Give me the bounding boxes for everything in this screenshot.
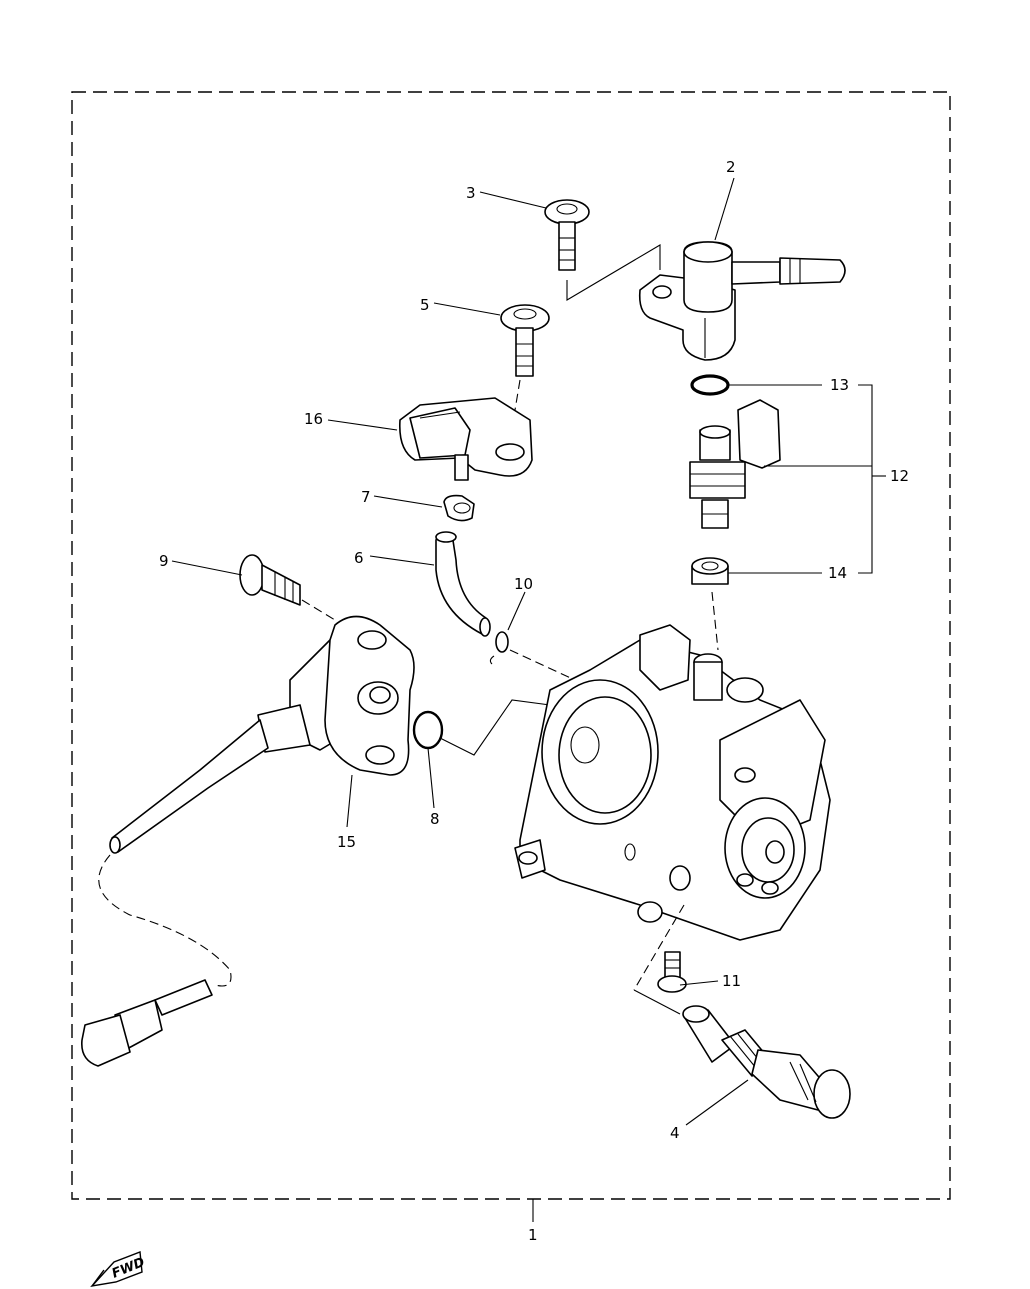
callout-numbers: 1 2 3 4 5 6 7 8 9 10 11 12 13 14 15 16	[159, 158, 909, 1244]
part-12-injector	[689, 399, 781, 529]
callout-8: 8	[430, 810, 440, 828]
callout-11: 11	[722, 972, 741, 990]
callout-14: 14	[828, 564, 847, 582]
callout-7: 7	[361, 488, 371, 506]
part-3-screw	[544, 199, 590, 271]
throttle-body	[514, 624, 831, 941]
part-9-bolt	[239, 554, 301, 606]
fwd-arrow-icon: FWD	[90, 1251, 147, 1288]
part-13-o-ring	[690, 374, 730, 396]
callout-16: 16	[304, 410, 323, 428]
callout-2: 2	[726, 158, 736, 176]
callout-15: 15	[337, 833, 356, 851]
part-8-o-ring	[412, 710, 444, 750]
part-14-seal	[691, 557, 729, 585]
part-7-clip	[443, 494, 475, 522]
part-4-idle-valve	[682, 1005, 851, 1119]
part-16-pressure-sensor	[398, 397, 533, 481]
leader-lines	[171, 177, 886, 1222]
part-5-screw	[500, 304, 550, 377]
part-6-hose	[435, 531, 491, 637]
callout-9: 9	[159, 552, 169, 570]
callout-12: 12	[890, 467, 909, 485]
callout-6: 6	[354, 549, 364, 567]
part-2-fuel-pipe	[638, 241, 846, 361]
part-15-throttle-sensor	[257, 615, 415, 776]
callout-10: 10	[514, 575, 533, 593]
part-15-cable	[81, 719, 269, 1067]
assembly-boundary	[71, 91, 951, 1200]
part-10-clip	[489, 631, 509, 665]
callout-5: 5	[420, 296, 430, 314]
callout-1: 1	[528, 1226, 538, 1244]
part-11-screw	[657, 951, 687, 993]
callout-3: 3	[466, 184, 476, 202]
callout-4: 4	[670, 1124, 680, 1142]
callout-13: 13	[830, 376, 849, 394]
